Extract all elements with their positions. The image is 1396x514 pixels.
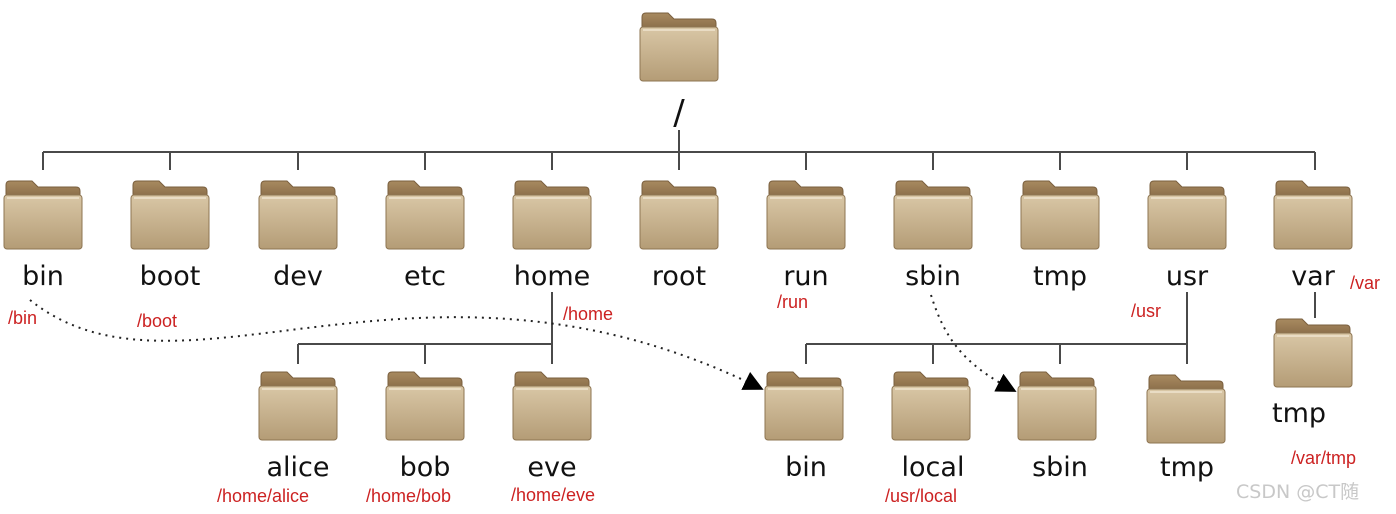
path-var: /var <box>1350 273 1380 293</box>
name-etc: etc <box>404 261 446 292</box>
folder-icon-bin <box>3 180 83 250</box>
folder-icon-usr <box>1147 180 1227 250</box>
tree-connectors <box>42 130 1316 364</box>
path-var-tmp: /var/tmp <box>1291 448 1356 468</box>
path-run: /run <box>777 292 808 312</box>
folder-icon-home <box>512 180 592 250</box>
path-eve: /home/eve <box>511 485 595 505</box>
name-usr-sbin: sbin <box>1032 452 1088 483</box>
name-tmp: tmp <box>1033 261 1087 292</box>
folder-icon-eve <box>512 371 592 441</box>
watermark: CSDN @CT随 <box>1236 481 1359 503</box>
path-bob: /home/bob <box>366 486 451 506</box>
folder-icon-dev <box>258 180 338 250</box>
name-boot: boot <box>140 261 201 292</box>
folder-icon-etc <box>385 180 465 250</box>
name-alice: alice <box>266 452 329 483</box>
name-root: root <box>652 261 706 292</box>
folder-icon-usr-bin <box>764 371 844 441</box>
link-sbin-to-usr-sbin <box>930 294 1017 392</box>
name-usr-local: local <box>902 452 965 483</box>
name-dev: dev <box>273 261 323 292</box>
path-usr: /usr <box>1131 301 1161 321</box>
name-sbin: sbin <box>905 261 961 292</box>
name-var-tmp: tmp <box>1272 398 1326 429</box>
path-labels: /bin /boot /home /run /usr /var /home/al… <box>8 273 1380 506</box>
folder-icon-run <box>766 180 846 250</box>
root-name: / <box>673 93 685 133</box>
folder-icon-root-dir <box>639 180 719 250</box>
name-var: var <box>1291 261 1336 292</box>
name-run: run <box>783 261 828 292</box>
folder-icon-var-tmp <box>1273 318 1353 388</box>
path-bin: /bin <box>8 308 37 328</box>
path-home: /home <box>563 304 613 324</box>
path-boot: /boot <box>137 311 177 331</box>
folders-layer <box>3 12 1353 444</box>
folder-names: / bin boot dev etc home root run sbin tm… <box>22 93 1336 483</box>
folder-icon-boot <box>130 180 210 250</box>
name-usr: usr <box>1166 261 1209 292</box>
name-usr-bin: bin <box>785 452 827 483</box>
folder-icon-tmp <box>1020 180 1100 250</box>
folder-icon-root <box>639 12 719 82</box>
name-home: home <box>514 261 591 292</box>
folder-icon-usr-local <box>891 371 971 441</box>
folder-icon-sbin <box>893 180 973 250</box>
name-usr-tmp: tmp <box>1160 452 1214 483</box>
path-alice: /home/alice <box>217 486 309 506</box>
folder-icon-alice <box>258 371 338 441</box>
name-bin: bin <box>22 261 64 292</box>
name-eve: eve <box>527 452 576 483</box>
folder-icon-usr-sbin <box>1017 371 1097 441</box>
folder-icon-bob <box>385 371 465 441</box>
folder-icon-var <box>1273 180 1353 250</box>
symlink-arrows <box>29 294 1017 392</box>
folder-icon-usr-tmp <box>1146 374 1226 444</box>
name-bob: bob <box>400 452 451 483</box>
path-usr-local: /usr/local <box>885 486 957 506</box>
